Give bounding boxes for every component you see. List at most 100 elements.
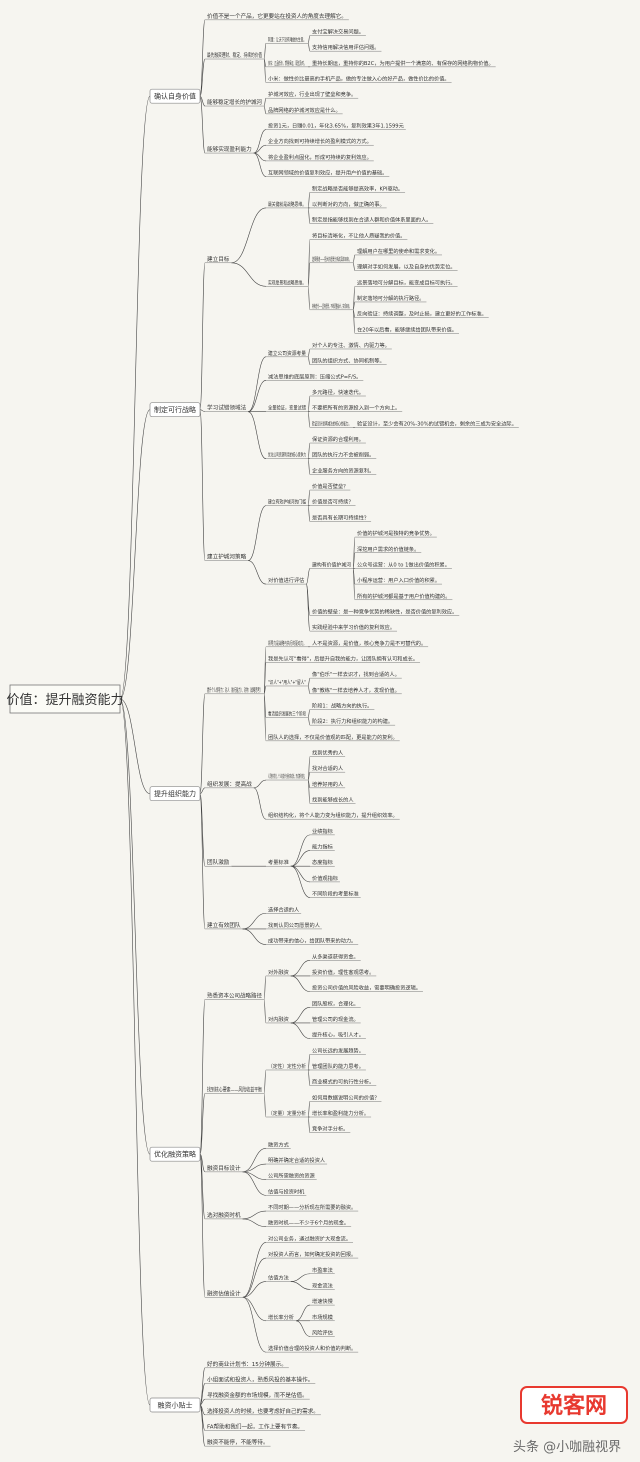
mind-map-node: 熟悉资本公司战略路径: [205, 991, 264, 1000]
connector-line: [307, 395, 311, 412]
node-label: 价值观指标: [312, 874, 338, 882]
node-label: （定性）定性分析: [268, 1062, 306, 1070]
node-label: 价值的护城河是独特的竞争优势。: [357, 529, 435, 537]
mind-map-node: 深挖用户需求的价值链条。: [355, 545, 422, 553]
mind-map-node: 像"伯乐"一样去识才，找到合适的人。: [310, 670, 402, 679]
mind-map-node: 保证资源的合理利用。: [310, 435, 366, 444]
connector-line: [199, 1398, 206, 1406]
mind-map-node: 多元路径，快速迭代。: [310, 388, 366, 397]
node-label: 培养好用的人: [312, 780, 343, 788]
node-label: 投资1元，日赚0.01，年化3.65%，复利效果3年1.1599元: [268, 122, 404, 130]
connector-line: [307, 285, 311, 311]
node-label: 人员结构优化，个人的成长与组织的成长，形成复利效应。: [268, 772, 306, 780]
connector-line: [290, 834, 311, 867]
mind-map-node: 建立有效团队: [205, 921, 243, 930]
connector-line: [199, 1153, 206, 1173]
mind-map-node: 价值观指标: [310, 874, 340, 883]
connector-line: [199, 793, 206, 930]
branch-node: 制定可行战略: [149, 402, 201, 418]
mind-map-node: 风险评估: [310, 1328, 335, 1337]
connector-line: [307, 356, 311, 365]
connector-line: [307, 348, 311, 358]
connector-line: [307, 677, 311, 687]
connector-line: [253, 129, 267, 154]
mind-map-node: 选择赛道——把大的愿景分拆成具体目标。: [310, 255, 353, 264]
node-label: 最先融资理财、稳定、持续的价值: [207, 51, 262, 59]
connector-line: [242, 1163, 267, 1173]
mind-map-node: 反向验证：持续调整，及时止损，建立更好的工作标准。: [355, 310, 489, 318]
node-label: 领导力是战略与执行的驱动力。: [268, 639, 306, 647]
node-label: 能力指标: [312, 843, 333, 851]
mind-map-node: 能够稳定增长的护城河: [205, 98, 264, 107]
node-label: 优化公司资源利用的核心竞争力: [268, 451, 306, 459]
mind-map-node: 成功带来的信心，给团队带来的动力。: [266, 937, 359, 945]
connector-line: [352, 552, 356, 569]
node-label: 将企业盈利点固化，形成可持续的复利效应。: [268, 153, 372, 161]
root-frame: [9, 684, 121, 714]
mind-map-node: 对内融资: [266, 1015, 291, 1024]
node-label: 支持信用解决信用评估问题。: [312, 43, 379, 51]
node-label: 能够实现盈利能力: [207, 145, 252, 153]
mind-map-node: 最先融资理财、稳定、持续的价值: [205, 51, 264, 60]
mind-map-node: "识人"+"用人"+"留人": [266, 678, 308, 687]
node-label: 看清组织发展的三个阶段: [268, 709, 306, 717]
branch-title: 制定可行战略: [154, 405, 196, 414]
connector-line: [307, 442, 311, 460]
node-label: 对外融资: [268, 968, 289, 976]
branch-frame: [149, 402, 201, 418]
node-label: 持续迭代——坚持愿景，不断调整战术，实现目标。: [312, 302, 351, 310]
connector-line: [199, 693, 206, 794]
mind-map-node: 公司长远的发展趋势。: [310, 1046, 366, 1055]
mind-map-node: 持续迭代——坚持愿景，不断调整战术，实现目标。: [310, 302, 353, 311]
node-label: 找到优秀的人: [312, 749, 343, 757]
mind-map-node: 增长率和盈利能力分析。: [310, 1109, 372, 1118]
node-label: 最关键就是战略思维。: [268, 200, 306, 208]
mind-map-node: 选择价值合理的投资人和价值的判断。: [266, 1344, 359, 1353]
mind-map-node: 阶段1：战略方向的执行。: [310, 701, 375, 710]
node-label: 选择投资人的时候，也要考虑好自己的需求。: [207, 1407, 319, 1415]
mind-map-node: 明确并确定合适的投资人: [266, 1156, 328, 1165]
mind-map-node: 领导力是战略与执行的驱动力。: [266, 639, 308, 648]
mind-map-node: 建立公司资源考量: [266, 349, 308, 358]
connector-line: [295, 1320, 311, 1337]
node-label: 融资不能停，不能等待。: [207, 1438, 269, 1446]
mind-map-node: 团队的组织方式、协同机制等。: [310, 357, 387, 365]
node-label: 互联网领域的价值复利效应，提升用户价值的基础。: [268, 169, 387, 177]
connector-line: [290, 1281, 311, 1290]
connector-line: [199, 19, 206, 97]
node-label: 团队的组织方式、协同机制等。: [312, 357, 385, 365]
mind-map-node: 所有的护城河都是基于用户价值构建的。: [355, 592, 453, 601]
node-label: 保证资源的合理利用。: [312, 435, 364, 443]
node-label: 增速快慢: [312, 1297, 334, 1305]
node-label: 支付宝解决交易问题。: [312, 28, 364, 36]
mind-map-node: 团队的执行力不会被削弱。: [310, 451, 377, 459]
mind-map-node: 制定是指能够找到在合适人群和价值体系里面的人。: [310, 216, 434, 224]
branch-connector: [119, 698, 151, 1155]
connector-line: [199, 1093, 206, 1155]
mind-map-node: （定量）定量分析: [266, 1109, 308, 1118]
mind-map-node: 制定落地可分解的执行路径。: [355, 294, 427, 303]
mind-map-node: 我是先认可"看得"，后提升自我的能力，让团队拥有认可和成长。: [266, 654, 421, 663]
branch-frame: [149, 88, 201, 104]
mind-map-node: 阶段2：执行力和组织能力的构建。: [310, 717, 396, 726]
mind-map-node: 实践经验中来学习价值的复利效应。: [310, 623, 398, 632]
mind-map-node: 团队激励: [205, 858, 232, 867]
mind-map-node: 小米：做性价比最高的手机产品，做的专注做入心的好产品，做性价比的价值。: [266, 75, 452, 83]
node-label: 市盈率法: [312, 1266, 333, 1274]
node-label: 理解用户在哪里的使命和需求变化。: [357, 247, 440, 255]
connector-line: [263, 58, 267, 83]
branch-connector: [119, 698, 151, 1406]
connector-line: [242, 1296, 267, 1322]
node-label: 业绩指标: [312, 827, 333, 835]
mind-map-node: 从多渠道获得资金。: [310, 952, 361, 961]
mind-map-node: 小程序运营：用户入口价值的积累。: [355, 576, 443, 585]
mind-map-node: 寻找融资金额的市场规模，而不是估值。: [205, 1391, 310, 1400]
mind-map-node: 找到认同公司愿景的人: [266, 921, 322, 930]
mind-map-node: 选择合适的人: [266, 905, 302, 914]
node-label: 在20年以后看，能够继续给团队带来价值。: [357, 325, 457, 333]
connector-line: [263, 662, 267, 695]
node-label: 阶段2：执行力和组织能力的构建。: [312, 717, 393, 725]
node-label: 选择合适的人: [268, 905, 299, 913]
connector-line: [307, 1116, 311, 1133]
node-label: 阿里：让天下没有难做的生意。: [268, 35, 306, 43]
